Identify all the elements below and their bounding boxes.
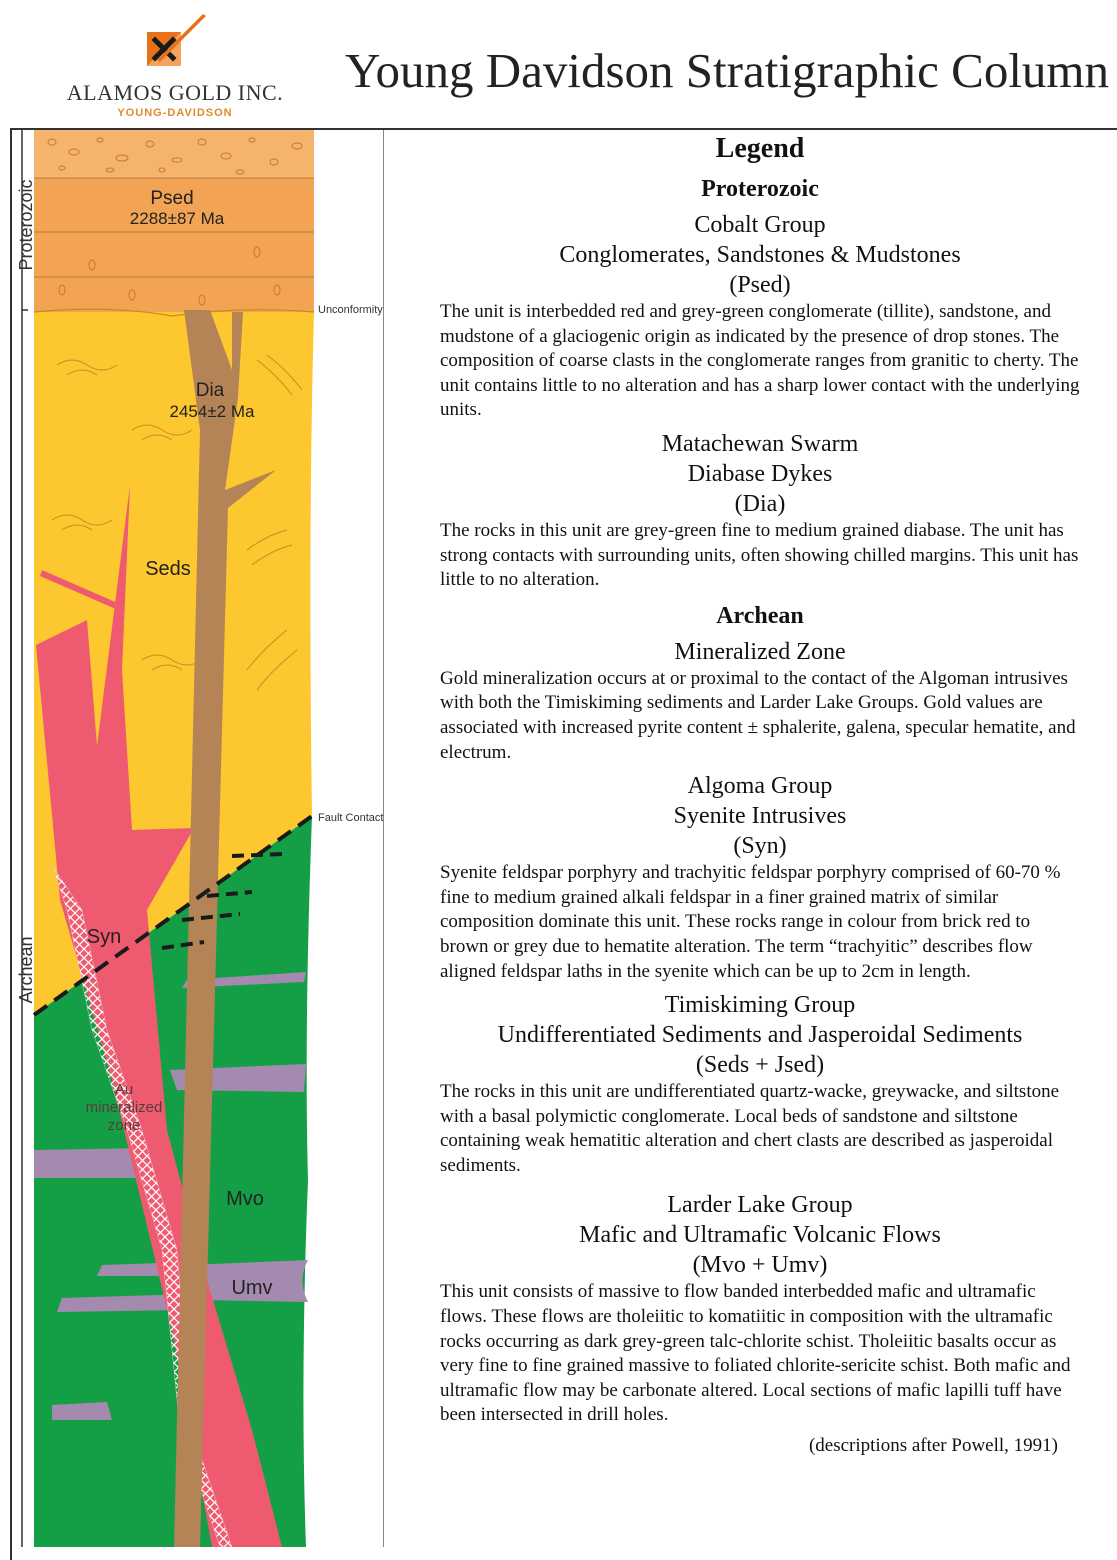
- mvo-label: Mvo: [226, 1188, 264, 1210]
- era-label-archean: Archean: [16, 936, 36, 1003]
- unit-description-mvo-umv: This unit consists of massive to flow ba…: [440, 1280, 1080, 1428]
- unit-description-dia: The rocks in this unit are grey-green fi…: [440, 519, 1080, 593]
- dia-label: Dia: [196, 380, 225, 401]
- legend-panel: Legend Proterozoic Cobalt Group Conglome…: [440, 128, 1080, 1458]
- unit-heading-algoma: Algoma Group: [440, 771, 1080, 801]
- legend-title: Legend: [440, 132, 1080, 166]
- dia-age-label: 2454±2 Ma: [170, 402, 255, 421]
- column-diagram: Proterozoic Archean Psed 2288±87 Ma Seds: [12, 130, 384, 1547]
- unit-description-psed: The unit is interbedded red and grey-gre…: [440, 300, 1080, 423]
- psed-label: Psed: [150, 188, 193, 209]
- syn-label: Syn: [87, 926, 121, 948]
- au-label-line1: Au: [115, 1081, 133, 1098]
- fault-contact-label: Fault Contact: [318, 812, 383, 824]
- unit-heading-timiskiming-code: (Seds + Jsed): [440, 1050, 1080, 1080]
- psed-age-label: 2288±87 Ma: [130, 209, 225, 228]
- unit-heading-cobalt-rock: Conglomerates, Sandstones & Mudstones: [440, 240, 1080, 270]
- era-heading-proterozoic: Proterozoic: [440, 174, 1080, 204]
- page-title: Young Davidson Stratigraphic Column: [345, 42, 1109, 99]
- company-name: ALAMOS GOLD INC.: [60, 80, 290, 106]
- seds-label: Seds: [145, 558, 191, 580]
- unit-heading-larder-lake-rock: Mafic and Ultramafic Volcanic Flows: [440, 1220, 1080, 1250]
- citation: (descriptions after Powell, 1991): [440, 1434, 1080, 1458]
- site-name: YOUNG-DAVIDSON: [60, 107, 290, 119]
- unconformity-label: Unconformity: [318, 304, 383, 316]
- unit-heading-matachewan: Matachewan Swarm: [440, 429, 1080, 459]
- company-logo: ALAMOS GOLD INC. YOUNG-DAVIDSON: [60, 8, 290, 123]
- unit-description-syn: Syenite feldspar porphyry and trachyitic…: [440, 861, 1080, 984]
- unit-heading-algoma-rock: Syenite Intrusives: [440, 801, 1080, 831]
- era-heading-archean: Archean: [440, 601, 1080, 631]
- au-label-line3: zone: [108, 1117, 141, 1134]
- unit-heading-matachewan-rock: Diabase Dykes: [440, 459, 1080, 489]
- unit-heading-matachewan-code: (Dia): [440, 489, 1080, 519]
- stratigraphic-column: Proterozoic Archean Psed 2288±87 Ma Seds: [12, 130, 384, 1552]
- umv-label: Umv: [231, 1277, 272, 1299]
- unit-heading-cobalt: Cobalt Group: [440, 210, 1080, 240]
- unit-heading-timiskiming-rock: Undifferentiated Sediments and Jasperoid…: [440, 1020, 1080, 1050]
- unit-heading-cobalt-code: (Psed): [440, 270, 1080, 300]
- unit-heading-larder-lake: Larder Lake Group: [440, 1190, 1080, 1220]
- au-label-line2: mineralized: [86, 1099, 163, 1116]
- conglomerate-band: [34, 130, 314, 178]
- unit-description-mineralized: Gold mineralization occurs at or proxima…: [440, 667, 1080, 765]
- unit-heading-algoma-code: (Syn): [440, 831, 1080, 861]
- unit-heading-mineralized-zone: Mineralized Zone: [440, 637, 1080, 667]
- era-label-proterozoic: Proterozoic: [16, 179, 36, 270]
- unit-heading-larder-lake-code: (Mvo + Umv): [440, 1250, 1080, 1280]
- logo-mark-icon: [60, 8, 290, 83]
- unit-heading-timiskiming: Timiskiming Group: [440, 990, 1080, 1020]
- unit-description-seds: The rocks in this unit are undifferentia…: [440, 1080, 1080, 1178]
